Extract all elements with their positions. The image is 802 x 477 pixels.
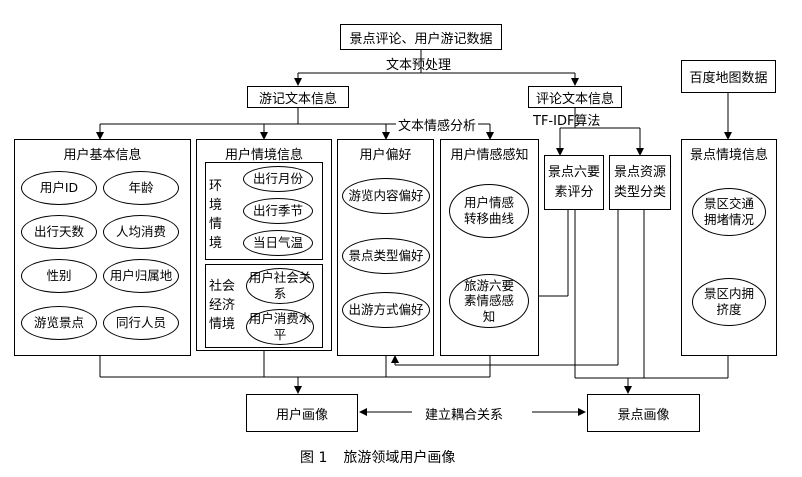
basic-item: 同行人员 <box>103 306 179 340</box>
env-item: 当日气温 <box>243 230 313 256</box>
user-context-info-panel: 用户情境信息 环境情境 出行月份 出行季节 当日气温 社会经济情境 用户社会关系… <box>196 139 332 351</box>
basic-item: 性别 <box>21 259 97 293</box>
user-basic-info-panel: 用户基本信息 用户ID 年龄 出行天数 人均消费 性别 用户归属地 游览景点 同… <box>14 139 191 356</box>
figure-number: 图 1 <box>300 450 328 466</box>
travel-text-box: 游记文本信息 <box>247 86 349 108</box>
socioeconomic-context-label: 社会经济情境 <box>209 279 236 332</box>
figure-title: 旅游领域用户画像 <box>343 450 456 466</box>
coupling-label: 建立耦合关系 <box>425 408 504 423</box>
user-portrait-label: 用户画像 <box>275 407 328 423</box>
scenic-portrait-box: 景点画像 <box>587 394 700 432</box>
review-text-label: 评论文本信息 <box>535 91 614 107</box>
sentiment-label: 文本情感分析 <box>396 115 479 134</box>
baidu-map-box: 百度地图数据 <box>681 60 776 93</box>
pref-item: 景点类型偏好 <box>342 238 430 274</box>
source-data-label: 景点评论、用户游记数据 <box>349 31 493 47</box>
user-emotion-panel: 用户情感感知 用户情感转移曲线 旅游六要素情感感知 <box>440 139 539 356</box>
scenic-item: 景区交通拥堵情况 <box>692 188 766 236</box>
socio-item: 用户社会关系 <box>246 268 314 304</box>
pref-item: 游览内容偏好 <box>342 178 430 214</box>
resource-type-box: 景点资源类型分类 <box>609 155 671 210</box>
tfidf-label: TF-IDF算法 <box>533 114 601 129</box>
scenic-context-title: 景点情境信息 <box>689 148 768 163</box>
basic-item: 用户ID <box>21 171 97 205</box>
environment-context-box: 环境情境 出行月份 出行季节 当日气温 <box>205 162 323 260</box>
scenic-portrait-label: 景点画像 <box>617 407 670 423</box>
emotion-item: 旅游六要素情感感知 <box>449 274 529 328</box>
user-context-info-title: 用户情境信息 <box>224 148 303 163</box>
env-item: 出行月份 <box>243 166 313 192</box>
six-element-score-box: 景点六要素评分 <box>544 155 604 210</box>
environment-context-label: 环境情境 <box>209 179 223 251</box>
user-emotion-title: 用户情感感知 <box>450 148 529 163</box>
basic-item: 用户归属地 <box>103 259 179 293</box>
resource-type-label: 景点资源类型分类 <box>613 164 666 200</box>
review-text-box: 评论文本信息 <box>528 86 622 108</box>
figure-caption: 图 1 旅游领域用户画像 <box>300 447 455 467</box>
socio-item: 用户消费水平 <box>246 309 314 345</box>
scenic-context-panel: 景点情境信息 景区交通拥堵情况 景区内拥挤度 <box>681 139 777 356</box>
scenic-item: 景区内拥挤度 <box>692 278 766 326</box>
user-basic-info-title: 用户基本信息 <box>63 148 142 163</box>
user-preference-title: 用户偏好 <box>359 148 412 163</box>
source-data-box: 景点评论、用户游记数据 <box>340 24 502 50</box>
user-portrait-box: 用户画像 <box>246 394 358 432</box>
basic-item: 出行天数 <box>21 215 97 249</box>
six-element-score-label: 景点六要素评分 <box>548 164 601 200</box>
baidu-map-label: 百度地图数据 <box>689 71 768 86</box>
basic-item: 年龄 <box>103 171 179 205</box>
basic-item: 人均消费 <box>103 215 179 249</box>
socioeconomic-context-box: 社会经济情境 用户社会关系 用户消费水平 <box>205 264 323 348</box>
pref-item: 出游方式偏好 <box>342 292 430 328</box>
basic-item: 游览景点 <box>21 306 97 340</box>
preprocess-label: 文本预处理 <box>386 58 452 73</box>
user-preference-panel: 用户偏好 游览内容偏好 景点类型偏好 出游方式偏好 <box>337 139 434 356</box>
emotion-item: 用户情感转移曲线 <box>449 184 529 238</box>
travel-text-label: 游记文本信息 <box>258 91 337 107</box>
env-item: 出行季节 <box>243 198 313 224</box>
